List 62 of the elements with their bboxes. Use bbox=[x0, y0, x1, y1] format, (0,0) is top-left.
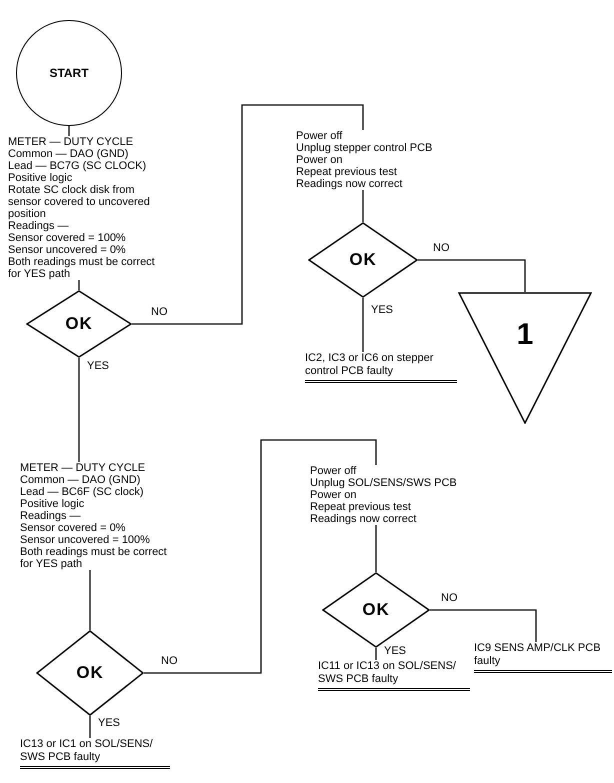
connector-line bbox=[362, 190, 364, 222]
instruction-text: Readings now correct bbox=[296, 178, 404, 190]
edge-label: YES bbox=[383, 645, 408, 657]
connector-line bbox=[68, 126, 70, 136]
instruction-text: Lead — BC6F (SC clock) bbox=[20, 486, 144, 498]
result-text: IC11 or IC13 on SOL/SENS/ SWS PCB faulty bbox=[318, 660, 470, 691]
instruction-text: Sensor covered = 0% bbox=[20, 522, 126, 534]
instruction-text: METER — DUTY CYCLE bbox=[8, 136, 134, 148]
instruction-text: Both readings must be correct for YES path bbox=[8, 256, 156, 280]
connector-line bbox=[144, 439, 377, 674]
instruction-text: Power off bbox=[310, 465, 358, 477]
instruction-text: Sensor uncovered = 0% bbox=[8, 244, 127, 256]
edge-label: NO bbox=[432, 242, 450, 254]
instruction-text: Power off bbox=[296, 130, 344, 142]
instruction-text: Repeat previous test bbox=[310, 501, 412, 513]
instruction-text: Unplug SOL/SENS/SWS PCB bbox=[310, 477, 458, 489]
connector-line bbox=[418, 259, 526, 292]
connector-line bbox=[89, 716, 91, 738]
edge-label: NO bbox=[150, 306, 168, 318]
instruction-text: Power on bbox=[310, 489, 358, 501]
instruction-text: Lead — BC7G (SC CLOCK) bbox=[8, 160, 148, 172]
connector-line bbox=[362, 298, 364, 352]
decision-text: OK bbox=[362, 599, 390, 622]
instruction-text: Readings — bbox=[8, 220, 70, 232]
connector-line bbox=[132, 104, 364, 325]
decision-diamond bbox=[36, 630, 144, 716]
instruction-text: Unplug stepper control PCB bbox=[296, 142, 434, 154]
instruction-text: Readings — bbox=[20, 510, 82, 522]
connector-line bbox=[430, 609, 537, 642]
instruction-text: Common — DAO (GND) bbox=[20, 474, 142, 486]
edge-label: NO bbox=[440, 592, 458, 604]
decision-text: OK bbox=[76, 662, 104, 684]
instruction-text: Positive logic bbox=[8, 172, 74, 184]
instruction-text: Sensor covered = 100% bbox=[8, 232, 127, 244]
instruction-text: Power on bbox=[296, 154, 344, 166]
connector-line bbox=[375, 525, 377, 572]
edge-label: NO bbox=[160, 655, 178, 667]
decision-diamond bbox=[322, 572, 430, 648]
connector-number: 1 bbox=[516, 320, 534, 353]
decision-diamond bbox=[308, 222, 418, 298]
decision-diamond bbox=[26, 290, 132, 358]
edge-label: YES bbox=[86, 360, 110, 372]
edge-label: YES bbox=[370, 304, 394, 316]
decision-text: OK bbox=[65, 313, 93, 336]
instruction-text: Common — DAO (GND) bbox=[8, 148, 130, 160]
instruction-text: Repeat previous test bbox=[296, 166, 398, 178]
result-text: IC13 or IC1 on SOL/SENS/ SWS PCB faulty bbox=[20, 738, 170, 769]
edge-label: YES bbox=[97, 717, 122, 729]
connector-line bbox=[78, 280, 80, 290]
instruction-text: Rotate SC clock disk from sensor covered to uncovered position bbox=[8, 184, 151, 220]
instruction-text: Readings now correct bbox=[310, 513, 418, 525]
connector-line bbox=[78, 358, 80, 462]
instruction-text: Positive logic bbox=[20, 498, 86, 510]
instruction-text: METER — DUTY CYCLE bbox=[20, 462, 146, 474]
instruction-text: Sensor uncovered = 100% bbox=[20, 534, 151, 546]
decision-text: OK bbox=[349, 249, 377, 272]
connector-line bbox=[89, 570, 91, 630]
result-text: IC9 SENS AMP/CLK PCB faulty bbox=[474, 642, 612, 673]
instruction-text: Both readings must be correct for YES path bbox=[20, 546, 168, 570]
connector-line bbox=[375, 648, 377, 660]
result-text: IC2, IC3 or IC6 on stepper control PCB faulty bbox=[305, 352, 457, 383]
connector-triangle bbox=[458, 292, 592, 424]
